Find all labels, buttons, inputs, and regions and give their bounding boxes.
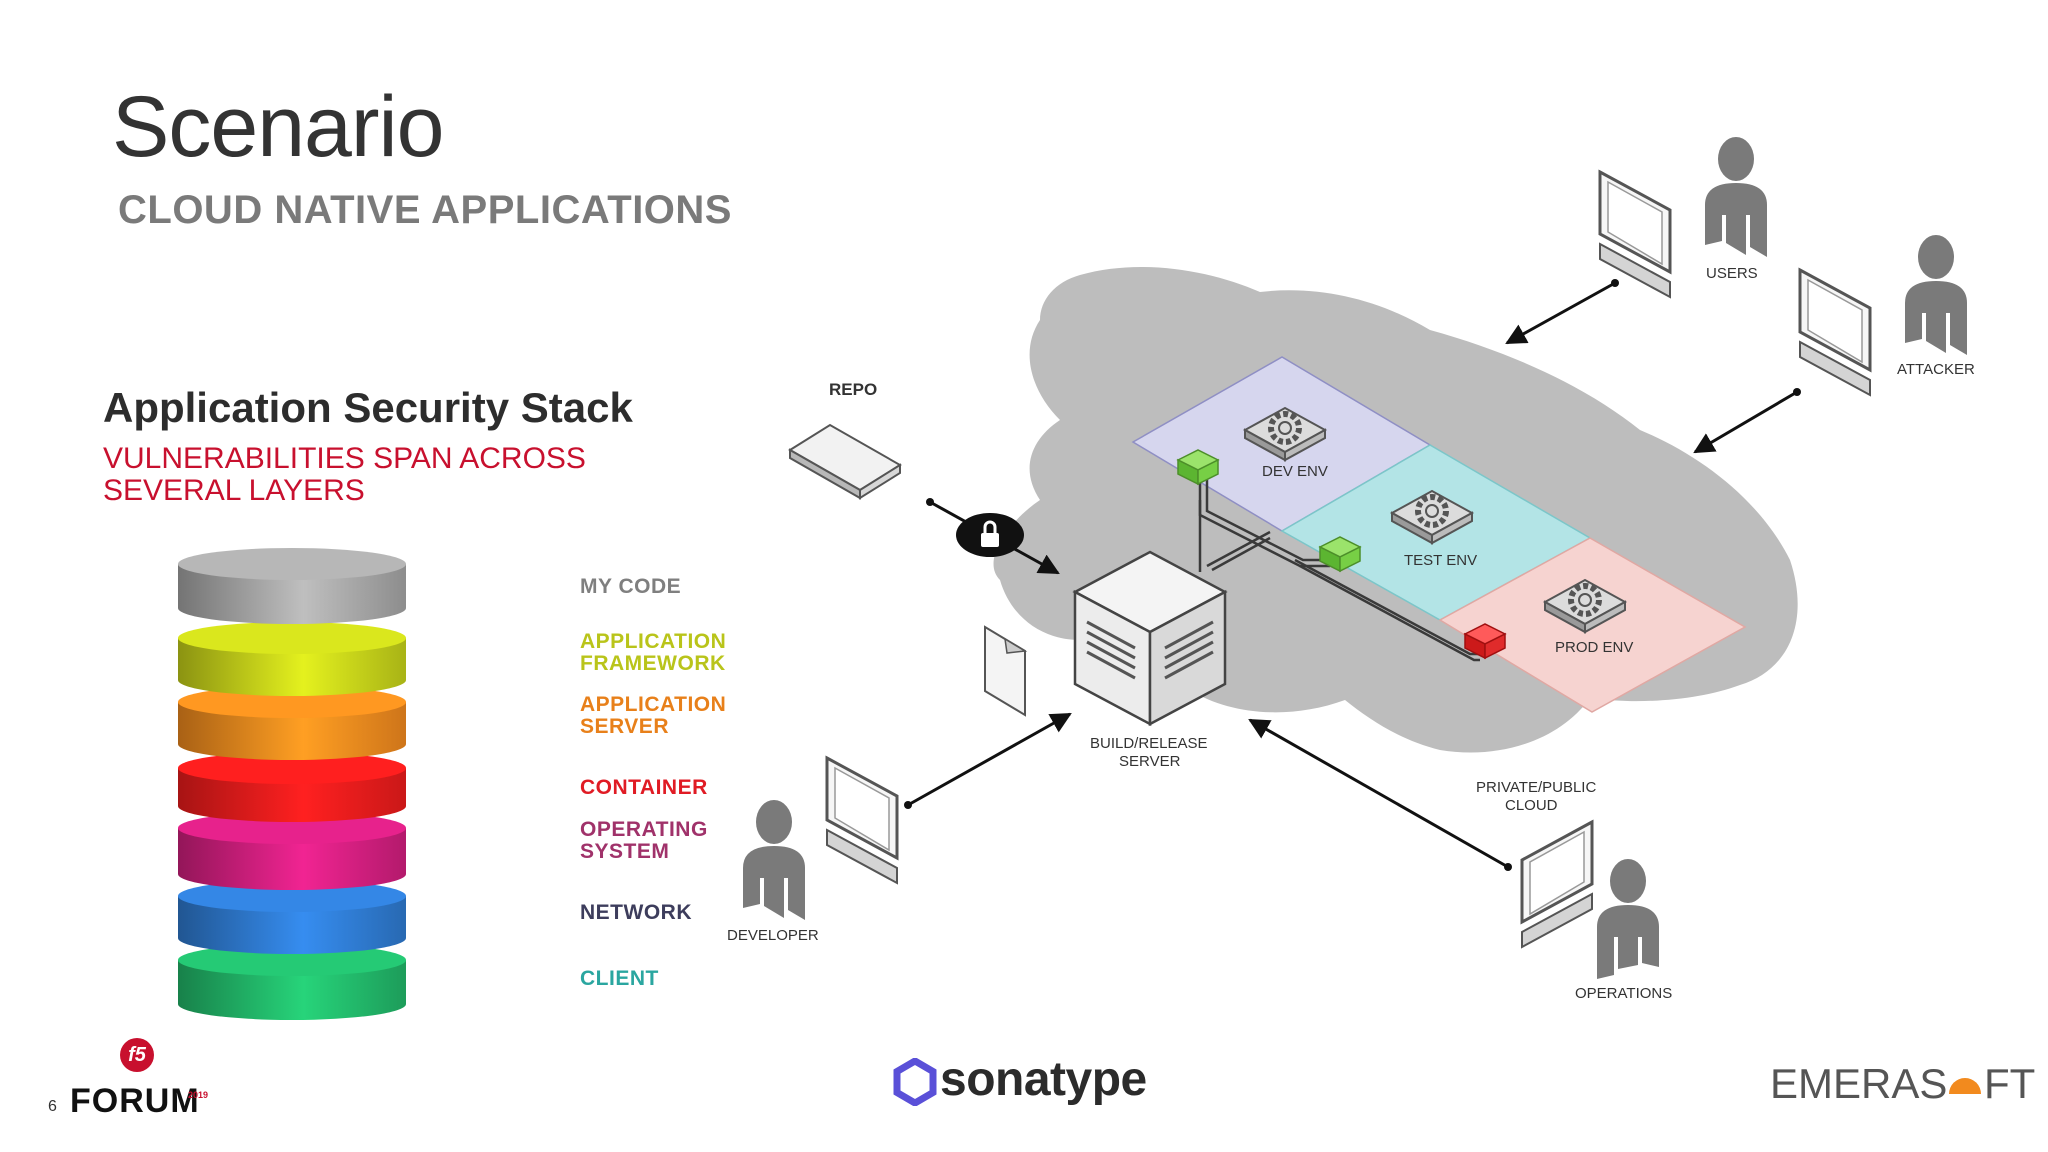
users-person-icon xyxy=(1705,137,1767,257)
stack-layer-6 xyxy=(178,944,406,1020)
attacker-computer-icon xyxy=(1798,267,1872,397)
stack-layer-label-line1: CLIENT xyxy=(580,967,659,990)
stack-layer-label-line2: SYSTEM xyxy=(580,840,670,863)
sonatype-logo-text: sonatype xyxy=(940,1053,1147,1106)
stack-layer-0 xyxy=(178,548,406,624)
prod-package-icon xyxy=(1463,623,1507,660)
stack-layer-label-line1: NETWORK xyxy=(580,901,692,924)
emerasoft-text-left: EMERAS xyxy=(1770,1060,1948,1107)
developer-computer-icon xyxy=(825,755,899,885)
users-label: USERS xyxy=(1706,265,1758,282)
page-subtitle: CLOUD NATIVE APPLICATIONS xyxy=(118,188,732,232)
users-computer-icon xyxy=(1598,169,1672,299)
repo-icon xyxy=(788,423,902,500)
stack-layer-label-3: CONTAINER xyxy=(580,777,708,799)
attacker-arrow xyxy=(1693,390,1798,454)
forum-year: 2019 xyxy=(188,1090,209,1100)
stack-layer-label-line1: OPERATING xyxy=(580,818,708,841)
build-release-server-icon xyxy=(1072,550,1228,727)
stack-layer-label-line1: CONTAINER xyxy=(580,776,708,799)
attacker-person-icon xyxy=(1905,235,1967,355)
build-server-label-line2: SERVER xyxy=(1119,753,1181,770)
operations-person-icon xyxy=(1597,859,1659,979)
architecture-diagram: DEV ENV TEST ENV PROD ENV REPO BUILD/REL… xyxy=(727,137,1975,1002)
stack-title: Application Security Stack xyxy=(103,384,633,431)
stack-layer-label-line1: APPLICATION xyxy=(580,630,727,653)
stack-layer-label-line1: APPLICATION xyxy=(580,693,727,716)
repo-label: REPO xyxy=(829,380,877,399)
stack-layer-1 xyxy=(178,622,406,696)
operations-label: OPERATIONS xyxy=(1575,985,1672,1002)
vulnerability-note-line2: SEVERAL LAYERS xyxy=(103,474,365,507)
stack-layer-4 xyxy=(178,812,406,890)
sun-icon xyxy=(1949,1078,1981,1094)
gear-icon xyxy=(1415,494,1449,528)
developer-arrow xyxy=(907,712,1072,807)
gear-icon xyxy=(1568,583,1602,617)
developer-label: DEVELOPER xyxy=(727,927,819,944)
prod-env-label: PROD ENV xyxy=(1555,639,1633,656)
stack-cylinders xyxy=(178,548,406,1020)
dev-env-server-icon xyxy=(1242,406,1328,462)
stack-layer-2 xyxy=(178,686,406,760)
operations-arrow xyxy=(1248,718,1509,869)
build-server-label-line1: BUILD/RELEASE xyxy=(1090,735,1208,752)
stack-layer-5 xyxy=(178,880,406,954)
test-package-icon xyxy=(1318,536,1362,573)
operations-computer-icon xyxy=(1520,819,1594,949)
stack-layer-label-5: NETWORK xyxy=(580,902,692,924)
stack-layer-label-line2: SERVER xyxy=(580,715,669,738)
test-env-server-icon xyxy=(1389,489,1475,545)
document-icon xyxy=(984,625,1028,717)
developer-person-icon xyxy=(743,800,805,920)
page-title: Scenario xyxy=(112,79,444,175)
emerasoft-text-right: FT xyxy=(1984,1060,2036,1107)
stack-layer-label-line1: MY CODE xyxy=(580,575,682,598)
stack-layer-label-6: CLIENT xyxy=(580,968,659,990)
prod-env-server-icon xyxy=(1542,578,1628,634)
vulnerability-note-line1: VULNERABILITIES SPAN ACROSS xyxy=(103,442,586,475)
gear-icon xyxy=(1268,411,1302,445)
cloud-label-line1: PRIVATE/PUBLIC xyxy=(1476,779,1596,796)
dev-package-icon xyxy=(1176,449,1220,486)
emerasoft-logo: EMERAS FT xyxy=(1770,1060,2035,1110)
cloud-label-line2: CLOUD xyxy=(1505,797,1558,814)
f5-badge-icon: f5 xyxy=(120,1038,154,1072)
attacker-label: ATTACKER xyxy=(1897,361,1975,378)
lock-icon xyxy=(956,513,1024,557)
page-number: 6 xyxy=(48,1098,57,1115)
f5-forum-logo: f5 FORUM 2019 xyxy=(70,1038,210,1120)
env-connectors xyxy=(1198,470,1480,662)
users-arrow xyxy=(1505,281,1616,345)
forum-logo-text: FORUM xyxy=(70,1082,200,1120)
stack-layer-label-line2: FRAMEWORK xyxy=(580,652,726,675)
stack-layer-label-0: MY CODE xyxy=(580,576,681,598)
dev-env-label: DEV ENV xyxy=(1262,463,1328,480)
stack-layer-3 xyxy=(178,752,406,822)
sonatype-hexagon-icon xyxy=(893,1056,937,1108)
test-env-label: TEST ENV xyxy=(1404,552,1477,569)
